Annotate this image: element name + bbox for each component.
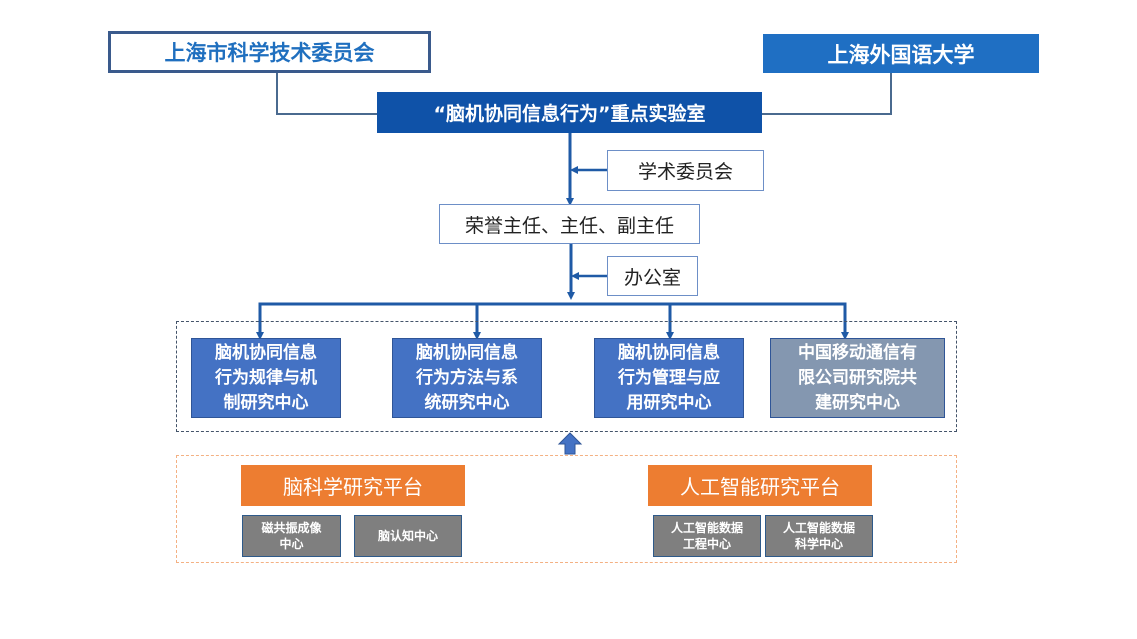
connector-sponsor-2	[762, 73, 892, 115]
subcenter: 人工智能数据工程中心	[653, 515, 761, 557]
subcenter: 磁共振成像中心	[242, 515, 341, 557]
research-center: 脑机协同信息行为规律与机制研究中心	[191, 338, 341, 418]
sponsor-shanghai-science-commission: 上海市科学技术委员会	[108, 31, 431, 73]
directors: 荣誉主任、主任、副主任	[439, 204, 700, 244]
subcenter: 脑认知中心	[354, 515, 462, 557]
platform-ai: 人工智能研究平台	[648, 465, 872, 506]
academic-committee: 学术委员会	[607, 150, 764, 191]
platforms-group	[176, 455, 957, 563]
research-center: 脑机协同信息行为管理与应用研究中心	[594, 338, 744, 418]
key-lab: “脑机协同信息行为”重点实验室	[377, 92, 762, 133]
research-center-cmcc: 中国移动通信有限公司研究院共建研究中心	[770, 338, 945, 418]
research-center: 脑机协同信息行为方法与系统研究中心	[392, 338, 542, 418]
subcenter: 人工智能数据科学中心	[765, 515, 873, 557]
sponsor-shisu: 上海外国语大学	[763, 34, 1039, 73]
up-arrow-icon	[557, 432, 583, 455]
research-centers-group	[176, 321, 957, 432]
connector-sponsor-1	[276, 73, 377, 115]
office: 办公室	[607, 256, 698, 296]
platform-brain-science: 脑科学研究平台	[241, 465, 465, 506]
